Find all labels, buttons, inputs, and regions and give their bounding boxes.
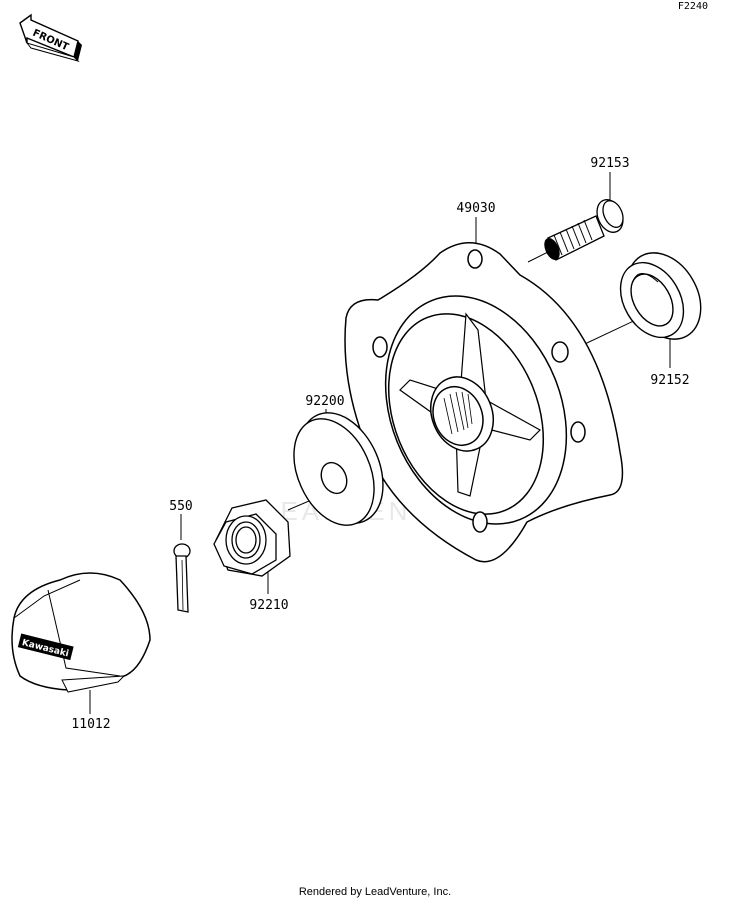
page-code: F2240 xyxy=(678,1,708,12)
footer-credit: Rendered by LeadVenture, Inc. xyxy=(298,886,452,898)
washer-92200 xyxy=(293,412,384,526)
callout-550[interactable]: 550 xyxy=(169,499,192,514)
hub-cap-11012: Kawasaki xyxy=(11,572,151,693)
callout-92210[interactable]: 92210 xyxy=(249,598,288,613)
front-arrow-icon: FRONT xyxy=(19,13,82,62)
callout-92152[interactable]: 92152 xyxy=(650,373,689,388)
oil-seal-92152 xyxy=(619,252,702,340)
callout-49030[interactable]: 49030 xyxy=(456,201,495,216)
stud-bolt-92153 xyxy=(544,199,624,261)
callout-92200[interactable]: 92200 xyxy=(305,394,344,409)
callout-92153[interactable]: 92153 xyxy=(590,156,629,171)
callout-11012[interactable]: 11012 xyxy=(71,717,110,732)
nut-92210 xyxy=(213,499,291,577)
hub-49030 xyxy=(344,242,624,563)
cotter-pin-550 xyxy=(173,543,191,613)
